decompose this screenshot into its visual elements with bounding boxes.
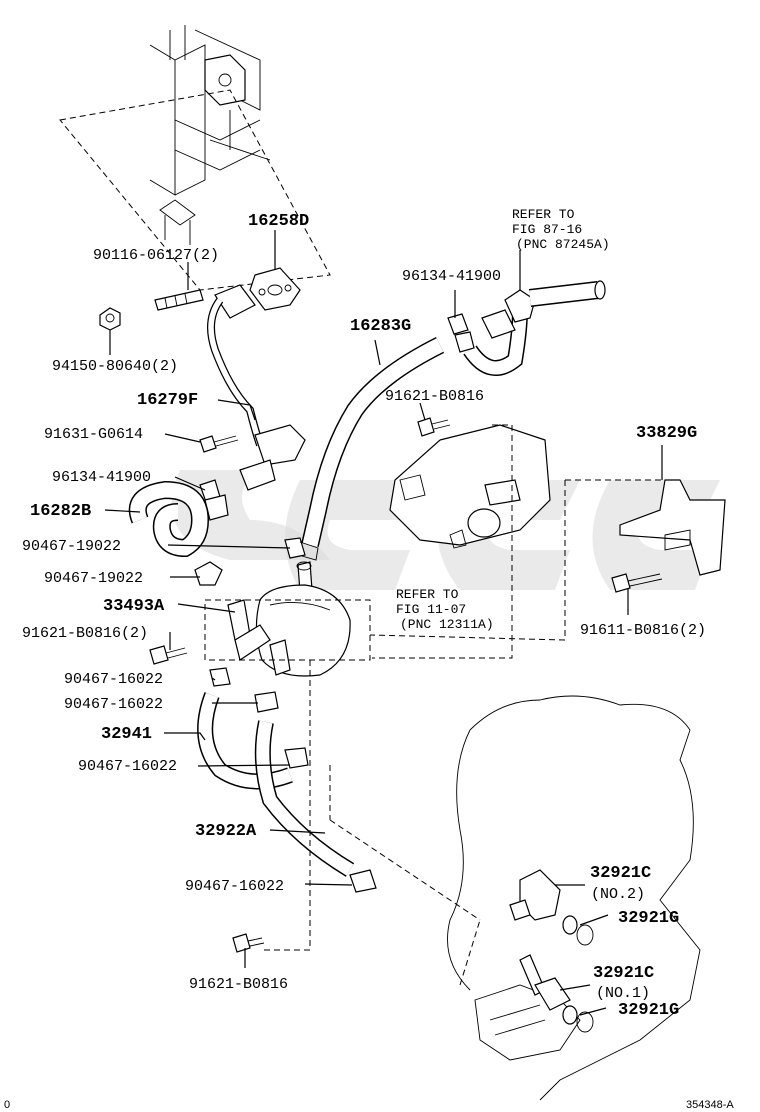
label-91611-B0816-2: 91611-B0816(2) [580, 622, 706, 639]
air-pump-bracket [389, 424, 551, 549]
leader-lines [104, 230, 663, 1016]
hose-16282B [128, 480, 210, 558]
label-90467-19022-a: 90467-19022 [22, 538, 121, 555]
label-16258D: 16258D [248, 212, 309, 231]
label-91621-B0816-top: 91621-B0816 [385, 388, 484, 405]
bolt-91621-B0816-bottom [232, 933, 265, 953]
label-33493A: 33493A [103, 597, 165, 616]
ref2-line2: FIG 11-07 [396, 602, 466, 617]
leader-dashed-bracket [372, 424, 513, 659]
label-96134-41900-left: 96134-41900 [52, 469, 151, 486]
label-32921C-no1: 32921C [593, 964, 654, 983]
pipe-16279F [207, 284, 306, 491]
label-91631-G0614: 91631-G0614 [44, 426, 143, 443]
label-32921C-no2: 32921C [590, 864, 651, 883]
label-32941: 32941 [101, 725, 152, 744]
label-90116-06127: 90116-06127(2) [93, 247, 219, 264]
ref2-line1: REFER TO [396, 587, 459, 602]
figure-code: 354348-A [686, 1099, 734, 1111]
ref2-line3: (PNC 12311A) [400, 617, 494, 632]
air-injector-no1 [519, 954, 571, 1011]
clamp-90467-19022-upper [284, 537, 319, 561]
clamp-90467-16022-d [349, 869, 377, 893]
clamp-90467-19022-lower [194, 561, 223, 586]
hose-16283G [301, 336, 445, 548]
label-no1: (NO.1) [596, 985, 650, 1002]
bolt-91621-B0816-left [149, 645, 188, 665]
clamp-90467-16022-b [254, 691, 279, 713]
bolt-91621-B0816-top [417, 417, 451, 437]
label-96134-41900-right: 96134-41900 [402, 268, 501, 285]
label-16283G: 16283G [350, 317, 411, 336]
label-16279F: 16279F [137, 391, 198, 410]
stud-bolt [154, 289, 204, 311]
label-91621-B0816-2: 91621-B0816(2) [22, 625, 148, 642]
label-32921G-a: 32921G [618, 909, 679, 928]
gasket-32921G-b [562, 1005, 594, 1033]
label-16282B: 16282B [30, 502, 91, 521]
gasket-16258D [249, 267, 301, 311]
label-90467-16022-b: 90467-16022 [64, 696, 163, 713]
ref1-line2: FIG 87-16 [512, 222, 582, 237]
part-labels: 16258D 90116-06127(2) 94150-80640(2) 162… [22, 212, 706, 1020]
label-90467-16022-c: 90467-16022 [78, 758, 177, 775]
flange-nut [99, 307, 121, 331]
air-hose-upper [463, 280, 606, 376]
cylinder-head-outline [260, 660, 701, 1101]
bracket-33829G [369, 479, 726, 641]
clamp-96134-left [199, 479, 229, 521]
gasket-32921G-a [562, 915, 594, 946]
reference-notes: REFER TO FIG 87-16 (PNC 87245A) REFER TO… [396, 207, 610, 632]
engine-block [59, 25, 331, 291]
clamp-90467-16022-a [209, 667, 231, 687]
footer-left: 0 [4, 1099, 10, 1111]
canister-33493A [204, 584, 371, 677]
bolt-91611-B0816 [611, 573, 663, 593]
label-90467-19022-b: 90467-19022 [44, 570, 143, 587]
label-94150-80640: 94150-80640(2) [52, 358, 178, 375]
label-91621-B0816-bottom: 91621-B0816 [189, 976, 288, 993]
label-32921G-b: 32921G [618, 1001, 679, 1020]
label-33829G: 33829G [636, 424, 697, 443]
label-90467-16022-a: 90467-16022 [64, 671, 163, 688]
hose-32922A [254, 720, 355, 877]
label-90467-16022-d: 90467-16022 [185, 878, 284, 895]
clamp-90467-16022-c [284, 747, 309, 769]
ref1-line3: (PNC 87245A) [516, 237, 610, 252]
label-32922A: 32922A [195, 822, 257, 841]
air-injector-no2 [509, 869, 561, 921]
bolt-91631-G0614 [199, 435, 239, 453]
label-no2: (NO.2) [591, 886, 645, 903]
clamp-96134-right [447, 313, 475, 353]
ref1-line1: REFER TO [512, 207, 575, 222]
